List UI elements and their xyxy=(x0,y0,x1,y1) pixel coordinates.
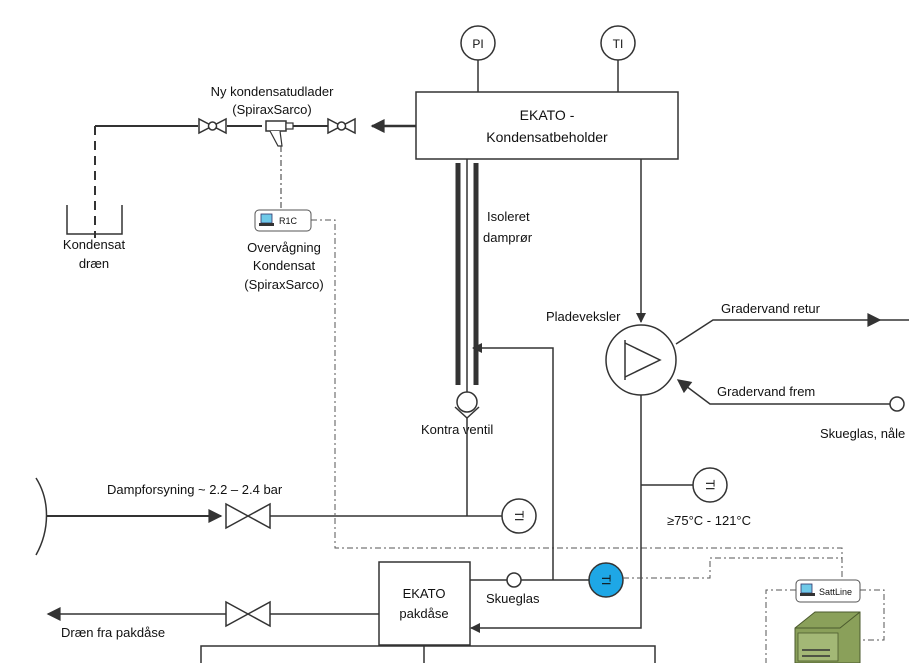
valve-trap-left xyxy=(198,117,227,135)
supply-label: Gradervand frem xyxy=(717,384,815,399)
pakdase-return-line xyxy=(472,343,554,580)
pipe-label-line2: damprør xyxy=(483,230,533,245)
return-line xyxy=(675,313,882,345)
pi-label: PI xyxy=(472,37,483,51)
ti-blue-instrument: TI xyxy=(588,562,624,598)
steam-trap-icon xyxy=(265,120,294,147)
server-icon xyxy=(794,611,861,663)
trap-label-line2: (SpiraxSarco) xyxy=(232,102,311,117)
ti-label: TI xyxy=(613,37,624,51)
pakdase-box: EKATO pakdåse xyxy=(378,561,471,646)
insulated-pipe xyxy=(455,159,479,392)
sightglass-label: Skueglas, nåle xyxy=(820,426,905,441)
vessel-title-line1: EKATO - xyxy=(520,107,575,123)
supply-line xyxy=(676,379,890,405)
temp-range-label: ≥75°C - 121°C xyxy=(667,513,751,528)
monitor-label-line3: (SpiraxSarco) xyxy=(244,277,323,292)
check-valve-label: Kontra ventil xyxy=(421,422,493,437)
steam-supply-label: Dampforsyning ~ 2.2 – 2.4 bar xyxy=(107,482,283,497)
monitor-r1c: R1C xyxy=(254,209,312,232)
monitor-signal-line xyxy=(311,219,843,578)
ti-blue-signal-line xyxy=(623,557,842,579)
bottom-boxes xyxy=(200,645,656,663)
hx-outlet-line xyxy=(470,395,642,633)
ti-right-instrument: TI xyxy=(692,467,728,503)
sightglass-right xyxy=(889,396,905,412)
ti-blue-label: TI xyxy=(599,575,613,586)
return-label: Gradervand retur xyxy=(721,301,821,316)
steam-supply-valve xyxy=(225,502,271,530)
kondensatbeholder-vessel: EKATO - Kondensatbeholder xyxy=(415,91,679,160)
valve-trap-right xyxy=(327,117,356,135)
ti-supply-instrument: TI xyxy=(501,498,537,534)
drain-label-line1: Kondensat xyxy=(63,237,126,252)
drain-tank xyxy=(66,205,123,235)
drain-label-line2: dræn xyxy=(79,256,109,271)
monitor-label-line1: Overvågning xyxy=(247,240,321,255)
vessel-title-line2: Kondensatbeholder xyxy=(486,129,608,145)
pakdase-label-line1: EKATO xyxy=(403,586,446,601)
drain-valve xyxy=(225,600,271,628)
trap-label-line1: Ny kondensatudlader xyxy=(211,84,335,99)
sattline-label: SattLine xyxy=(819,587,852,597)
pipe-label-line1: Isoleret xyxy=(487,209,530,224)
hx-label: Pladeveksler xyxy=(546,309,621,324)
skueglas-label: Skueglas xyxy=(486,591,540,606)
drain-out-label: Dræn fra pakdåse xyxy=(61,625,165,640)
pipe-break-symbol xyxy=(35,477,48,556)
sightglass-pakdase xyxy=(506,572,522,588)
pakdase-label-line2: pakdåse xyxy=(399,606,448,621)
sattline-node: SattLine xyxy=(795,579,861,603)
ti-supply-label: TI xyxy=(512,511,526,522)
plate-heat-exchanger xyxy=(605,324,677,396)
ti-right-label: TI xyxy=(703,480,717,491)
monitor-label-line2: Kondensat xyxy=(253,258,316,273)
check-valve xyxy=(454,391,480,419)
monitor-tag: R1C xyxy=(279,216,298,226)
